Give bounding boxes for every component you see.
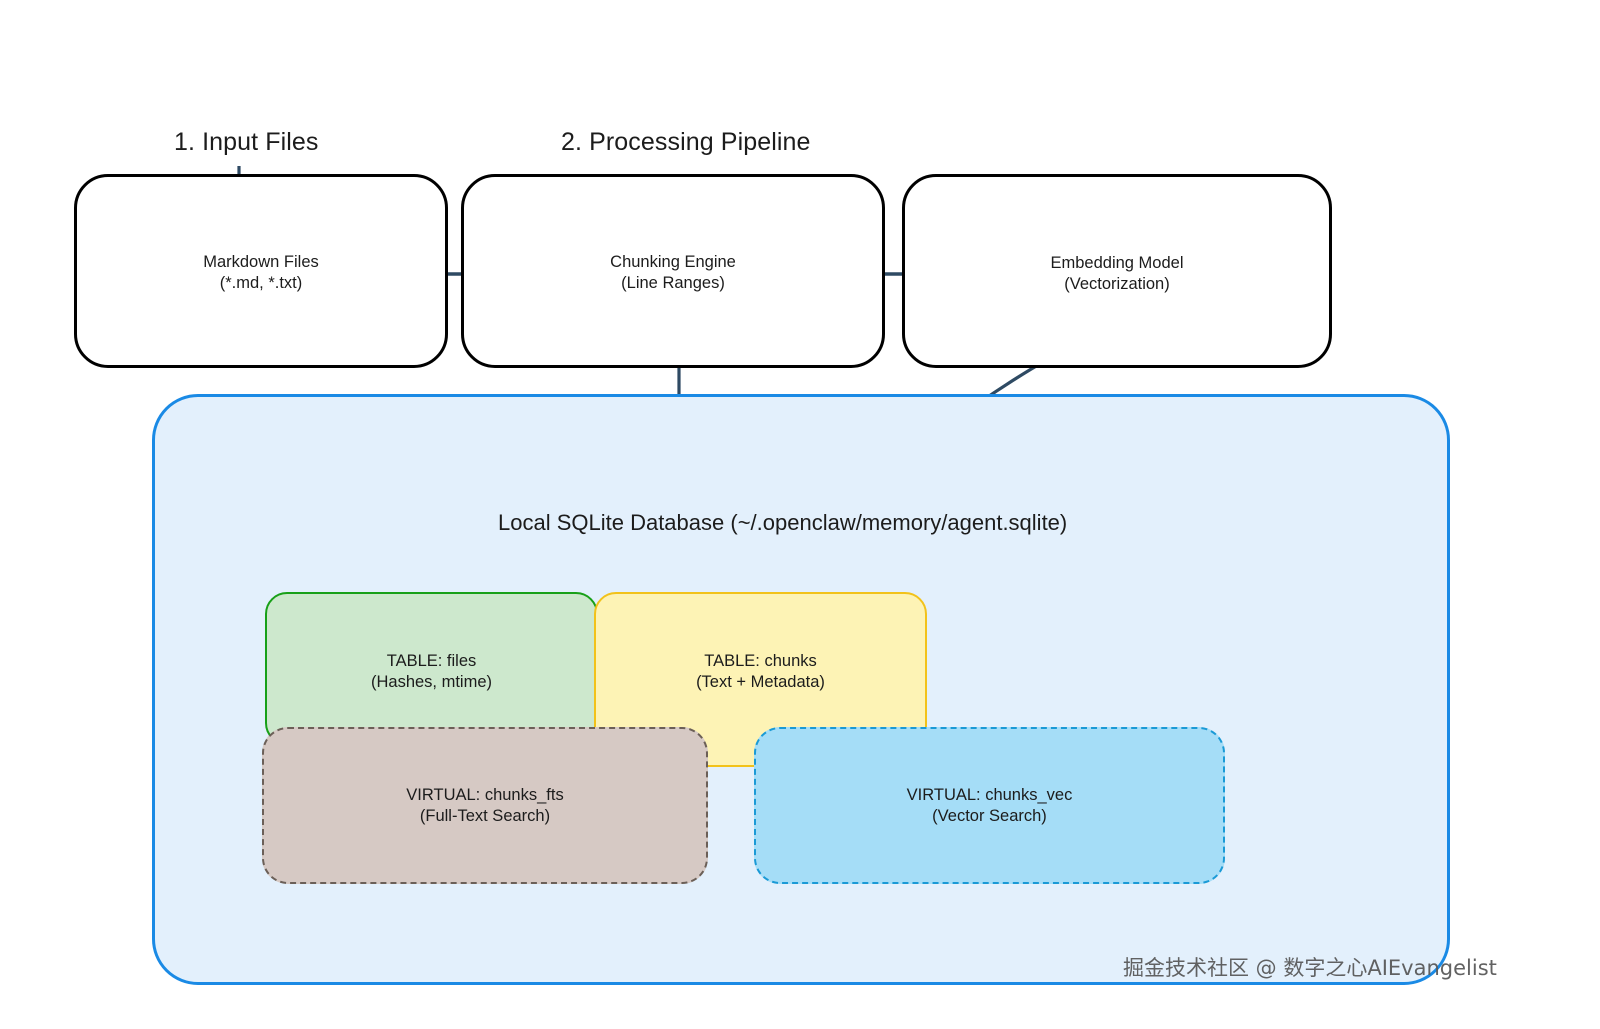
virtual-chunks-fts-label: VIRTUAL: chunks_fts (Full-Text Search) (262, 785, 708, 827)
virtual-chunks-fts-box[interactable] (262, 727, 708, 884)
node-chunking-engine-line2: (Line Ranges) (621, 274, 725, 292)
node-embedding-model-line2: (Vectorization) (1064, 275, 1170, 293)
virtual-chunks-vec-box[interactable] (754, 727, 1225, 884)
stage-title-input-files: 1. Input Files (174, 128, 319, 156)
node-markdown-files-label: Markdown Files (*.md, *.txt) (74, 252, 448, 294)
virtual-chunks-vec-line1: VIRTUAL: chunks_vec (906, 786, 1073, 804)
virtual-chunks-vec-label: VIRTUAL: chunks_vec (Vector Search) (754, 785, 1225, 827)
table-chunks-label: TABLE: chunks (Text + Metadata) (594, 651, 927, 693)
node-chunking-engine[interactable] (461, 174, 885, 368)
virtual-chunks-vec-line2: (Vector Search) (932, 807, 1047, 825)
node-embedding-model-label: Embedding Model (Vectorization) (902, 253, 1332, 295)
virtual-chunks-fts-line1: VIRTUAL: chunks_fts (406, 786, 564, 804)
node-chunking-engine-line1: Chunking Engine (610, 253, 736, 271)
table-files-line1: TABLE: files (386, 652, 477, 670)
node-markdown-files[interactable] (74, 174, 448, 368)
virtual-chunks-fts-line2: (Full-Text Search) (419, 807, 551, 825)
table-chunks-line2: (Text + Metadata) (696, 673, 825, 691)
watermark: 掘金技术社区 @ 数字之心AIEvangelist (1123, 956, 1497, 980)
node-embedding-model[interactable] (902, 174, 1332, 368)
container-local-sqlite-database-label: Local SQLite Database (~/.openclaw/memor… (498, 510, 1068, 535)
table-chunks-line1: TABLE: chunks (704, 652, 817, 670)
node-embedding-model-line1: Embedding Model (1050, 254, 1184, 272)
node-markdown-files-line2: (*.md, *.txt) (219, 274, 303, 292)
stage-title-processing-pipeline: 2. Processing Pipeline (561, 128, 811, 156)
table-files-line2: (Hashes, mtime) (370, 673, 493, 691)
table-files-label: TABLE: files (Hashes, mtime) (265, 651, 598, 693)
node-markdown-files-line1: Markdown Files (203, 253, 319, 271)
node-chunking-engine-label: Chunking Engine (Line Ranges) (461, 252, 885, 294)
